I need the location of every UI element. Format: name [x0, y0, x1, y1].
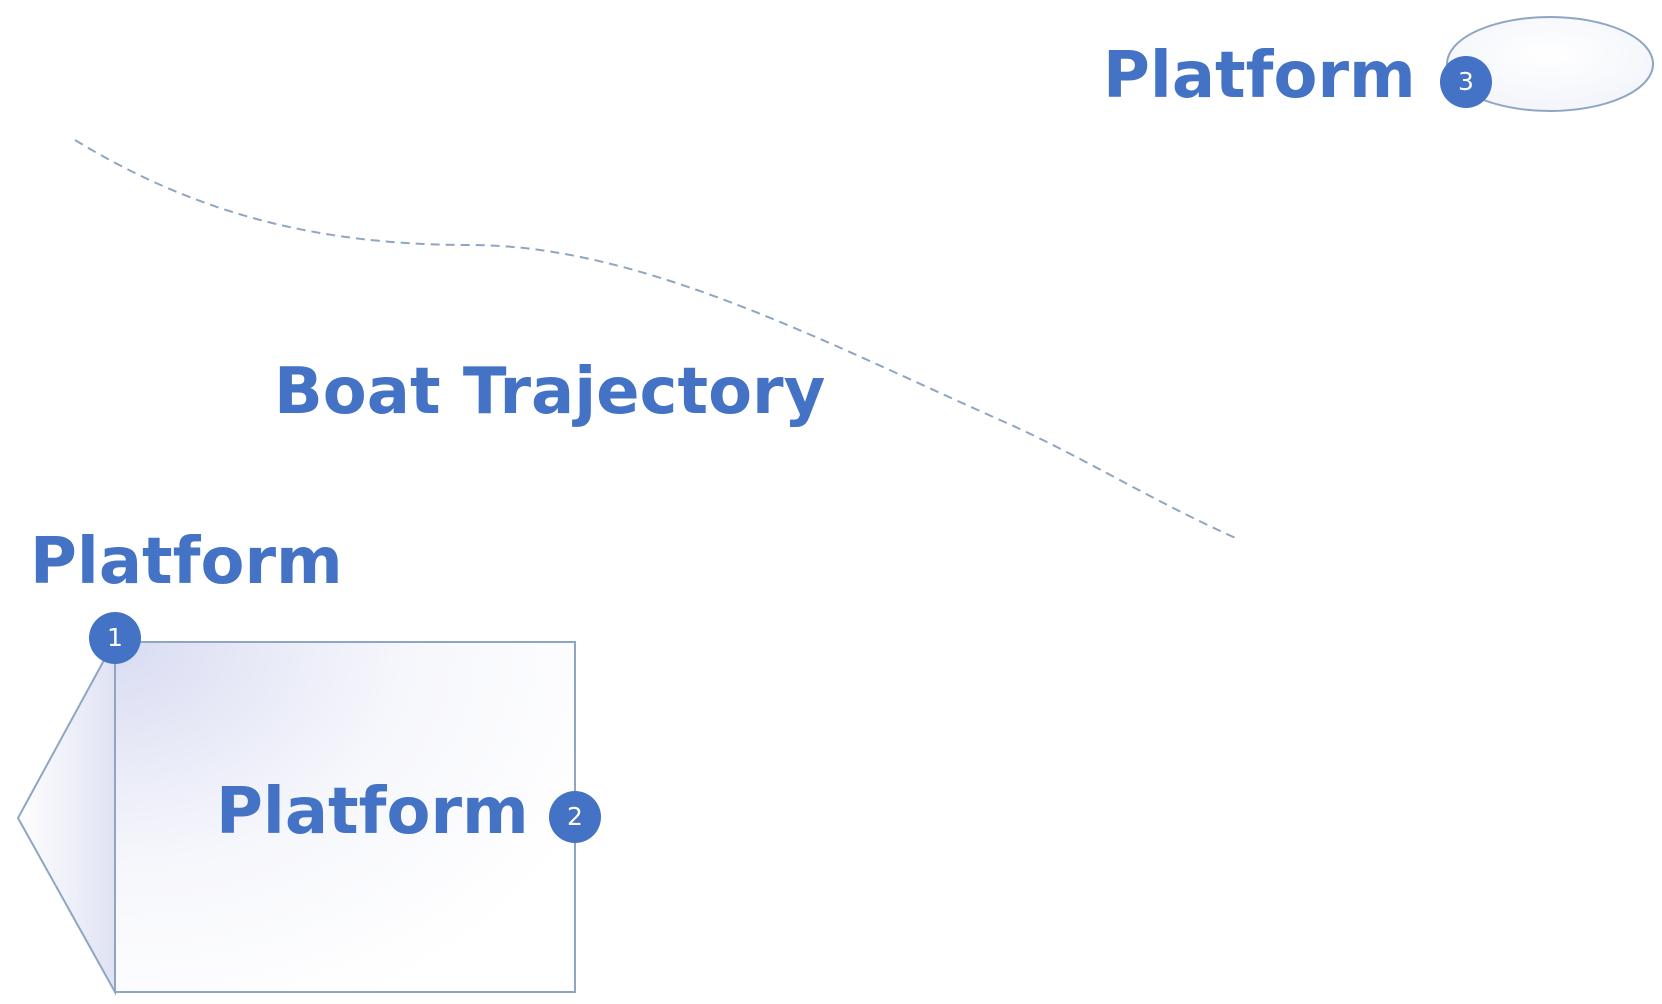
platform-left-label: Platform	[30, 525, 343, 599]
platform-marker-1: 1	[89, 612, 141, 664]
boat-trajectory-label: Boat Trajectory	[274, 355, 826, 429]
platform-box-shape	[114, 641, 576, 993]
platform-top-label: Platform	[1103, 39, 1416, 113]
boat-trajectory-path	[74, 139, 1241, 541]
platform-inner-label: Platform	[216, 775, 529, 849]
platform-arrow-shape	[16, 639, 116, 996]
platform-marker-3: 3	[1440, 56, 1492, 108]
platform-marker-2: 2	[549, 791, 601, 843]
